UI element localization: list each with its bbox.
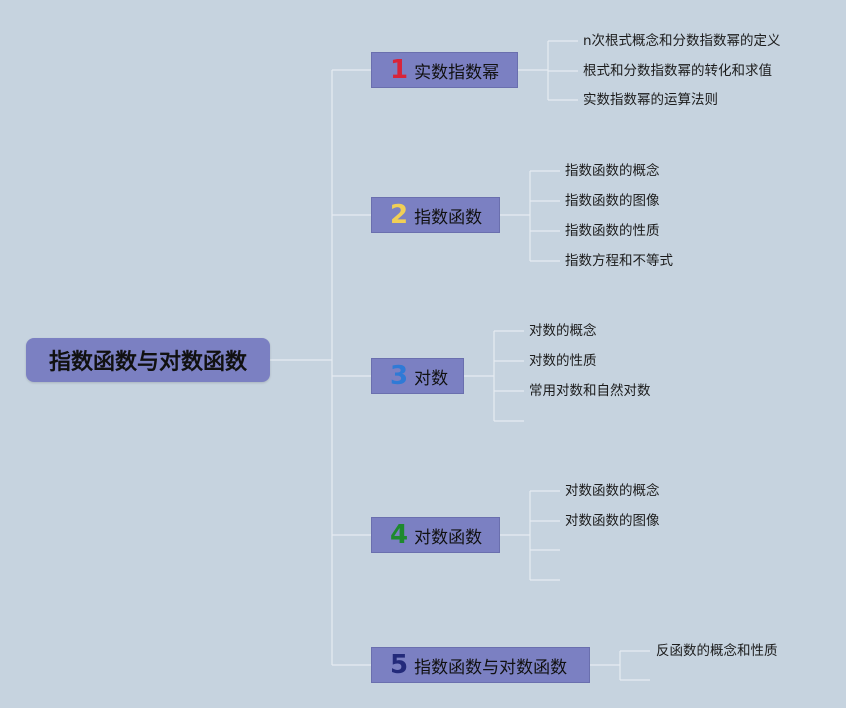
topic-2-2[interactable]: 指数函数的图像 xyxy=(565,193,660,209)
branch-5-number: 5 xyxy=(390,650,409,680)
branch-2-label: 指数函数 xyxy=(414,207,483,228)
branch-1-number: 1 xyxy=(390,55,409,85)
topic-3-3[interactable]: 常用对数和自然对数 xyxy=(529,383,651,399)
branch-2-number: 2 xyxy=(390,200,409,230)
branch-5[interactable]: 5 指数函数与对数函数 xyxy=(371,647,590,683)
topic-3-1[interactable]: 对数的概念 xyxy=(529,323,597,339)
topic-1-3[interactable]: 实数指数幂的运算法则 xyxy=(583,92,718,108)
branch-4-number: 4 xyxy=(390,520,409,550)
topic-4-2[interactable]: 对数函数的图像 xyxy=(565,513,660,529)
topic-5-1[interactable]: 反函数的概念和性质 xyxy=(656,643,778,659)
root-topic-label: 指数函数与对数函数 xyxy=(48,350,247,375)
branch-1-label: 实数指数幂 xyxy=(414,62,500,83)
topic-2-3[interactable]: 指数函数的性质 xyxy=(565,223,660,239)
branch-3[interactable]: 3 对数 xyxy=(371,358,464,394)
topic-3-2[interactable]: 对数的性质 xyxy=(529,353,597,369)
branch-1[interactable]: 1 实数指数幂 xyxy=(371,52,518,88)
topic-4-1[interactable]: 对数函数的概念 xyxy=(565,483,660,499)
topic-2-4[interactable]: 指数方程和不等式 xyxy=(565,253,673,269)
topic-1-1[interactable]: n次根式概念和分数指数幂的定义 xyxy=(583,33,781,49)
root-topic[interactable]: 指数函数与对数函数 xyxy=(26,338,270,382)
topic-1-2[interactable]: 根式和分数指数幂的转化和求值 xyxy=(583,63,772,79)
branch-4-label: 对数函数 xyxy=(414,527,483,548)
branch-3-number: 3 xyxy=(390,361,409,391)
branch-2[interactable]: 2 指数函数 xyxy=(371,197,500,233)
branch-3-label: 对数 xyxy=(414,368,449,389)
branch-5-label: 指数函数与对数函数 xyxy=(414,657,568,678)
branch-4[interactable]: 4 对数函数 xyxy=(371,517,500,553)
topic-2-1[interactable]: 指数函数的概念 xyxy=(565,163,660,179)
